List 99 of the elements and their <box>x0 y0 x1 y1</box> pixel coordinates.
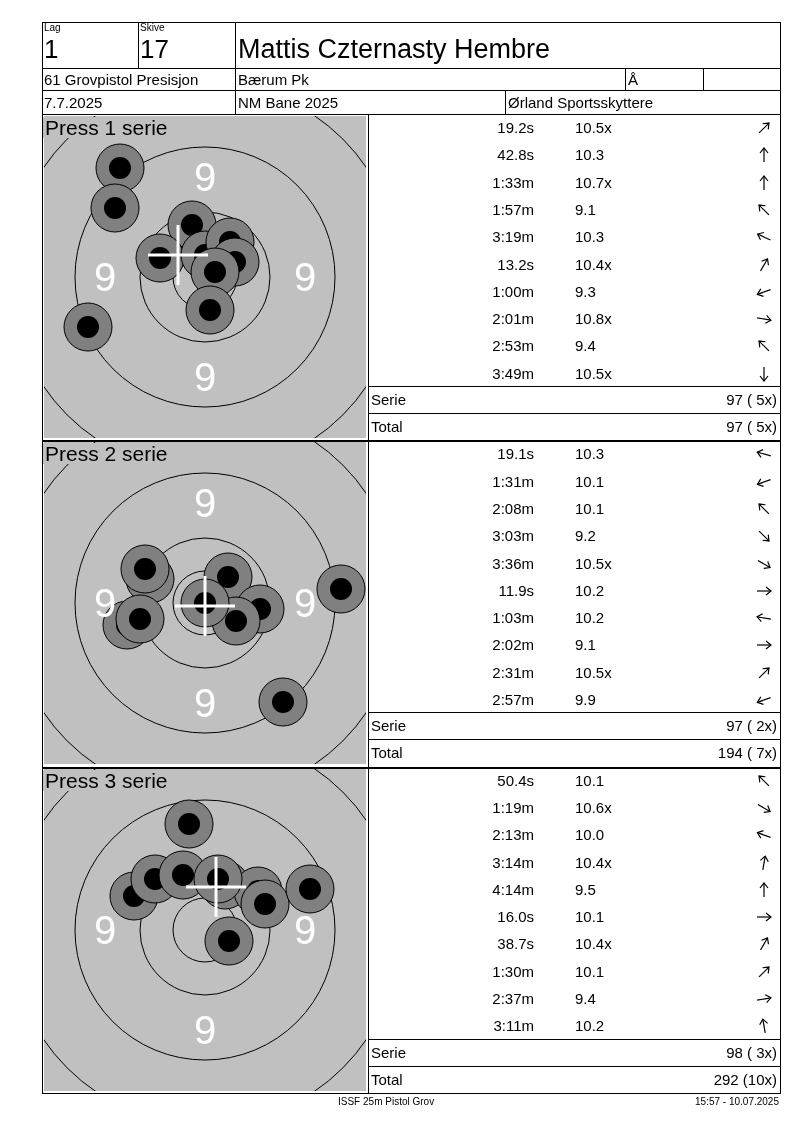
ring-number: 9 <box>292 257 318 297</box>
date-text: 7.7.2025 <box>44 95 103 110</box>
shot-time: 16.0s <box>497 909 534 925</box>
shot-time: 2:53m <box>492 338 534 354</box>
total-score: 292 (10x) <box>713 1071 777 1087</box>
shot-time: 3:49m <box>492 365 534 381</box>
shot-time: 42.8s <box>497 147 534 163</box>
total-score: 194 ( 7x) <box>717 745 777 761</box>
shot-time: 13.2s <box>497 256 534 272</box>
shot-score: 10.4x <box>575 854 612 870</box>
shot-score: 9.9 <box>575 692 596 707</box>
target-number: 17 <box>140 36 169 62</box>
ring-number: 9 <box>192 1009 218 1050</box>
shot-score: 10.2 <box>575 610 605 626</box>
field-caption: Lag <box>44 23 61 33</box>
shot-score: 10.1 <box>575 500 605 516</box>
shot-time: 3:36m <box>492 555 534 571</box>
row-label: Serie <box>371 392 407 407</box>
series-score: 98 ( 3x) <box>726 1044 777 1060</box>
shot-score: 10.3 <box>575 446 605 462</box>
shot-score: 10.4x <box>575 256 612 272</box>
shot-score: 10.5x <box>575 120 612 135</box>
row-label: Total <box>371 745 403 761</box>
shot-time: 19.2s <box>497 120 534 135</box>
shot-score: 9.3 <box>575 283 596 299</box>
shot-time: 1:57m <box>492 201 534 217</box>
shot-score: 9.5 <box>575 881 596 897</box>
shot-time: 2:13m <box>492 827 534 843</box>
footer-text: ISSF 25m Pistol Grov <box>338 1097 435 1107</box>
total-score: 97 ( 5x) <box>726 419 777 434</box>
ring-number: 9 <box>192 157 218 197</box>
ring-number: 9 <box>192 683 218 724</box>
shot-time: 2:57m <box>492 692 534 707</box>
shot-time: 1:03m <box>492 610 534 626</box>
field-caption: Skive <box>140 23 165 33</box>
shot-time: 2:31m <box>492 664 534 680</box>
series-score: 97 ( 5x) <box>726 392 777 407</box>
row-label: Total <box>371 1071 403 1087</box>
shot-score: 10.4x <box>575 936 612 952</box>
ring-number: 9 <box>292 909 318 950</box>
shot-score: 10.3 <box>575 147 605 163</box>
shot-score: 10.1 <box>575 473 605 489</box>
shot-time: 3:11m <box>493 1018 534 1034</box>
shot-score: 9.1 <box>575 201 596 217</box>
timestamp: 15:57 - 10.07.2025 <box>695 1097 779 1107</box>
ring-number: 9 <box>192 483 218 524</box>
event-name: NM Bane 2025 <box>238 95 339 110</box>
class-name: 61 Grovpistol Presisjon <box>44 72 199 87</box>
organizer-name: Ørland Sportsskyttere <box>508 95 654 110</box>
shot-score: 10.1 <box>575 909 605 925</box>
club-name: Bærum Pk <box>238 72 309 87</box>
shot-score: 10.6x <box>575 799 612 815</box>
shot-time: 1:33m <box>492 174 534 190</box>
class-mark: Å <box>628 72 638 87</box>
lane-number: 1 <box>44 36 59 62</box>
shot-time: 2:08m <box>492 500 534 516</box>
shot-score: 10.5x <box>575 365 612 381</box>
shot-score: 10.0 <box>575 827 605 843</box>
shot-score: 10.3 <box>575 229 605 245</box>
shot-score: 10.7x <box>575 174 612 190</box>
shot-time: 3:14m <box>492 854 534 870</box>
series-title: Press 3 serie <box>43 769 170 791</box>
row-label: Serie <box>371 1044 407 1060</box>
series-score: 97 ( 2x) <box>726 718 777 734</box>
ring-number: 9 <box>92 583 118 624</box>
shot-time: 2:02m <box>492 637 534 653</box>
shot-time: 50.4s <box>497 772 534 788</box>
shot-score: 9.4 <box>575 991 596 1006</box>
shot-score: 10.5x <box>575 664 612 680</box>
ring-number: 9 <box>92 909 118 950</box>
row-label: Serie <box>371 718 407 734</box>
shot-score: 9.1 <box>575 637 596 653</box>
shot-time: 2:37m <box>492 991 534 1006</box>
shot-time: 1:30m <box>492 963 534 979</box>
series-title: Press 1 serie <box>43 117 170 138</box>
shot-time: 2:01m <box>492 311 534 327</box>
shot-time: 38.7s <box>497 936 534 952</box>
shot-score: 10.2 <box>575 582 605 598</box>
shot-time: 19.1s <box>497 446 534 462</box>
ring-number: 9 <box>192 357 218 397</box>
shot-score: 9.4 <box>575 338 596 354</box>
shot-time: 1:31m <box>492 473 534 489</box>
shot-score: 10.5x <box>575 555 612 571</box>
shot-time: 3:03m <box>492 528 534 544</box>
shot-score: 10.1 <box>575 963 605 979</box>
shot-time: 1:00m <box>492 283 534 299</box>
row-label: Total <box>371 419 403 434</box>
ring-number: 9 <box>292 583 318 624</box>
series-title: Press 2 serie <box>43 443 170 465</box>
shot-score: 10.1 <box>575 772 605 788</box>
shot-score: 10.2 <box>575 1018 605 1034</box>
shot-time: 4:14m <box>492 881 534 897</box>
shooter-name: Mattis Czternasty Hembre <box>238 36 551 63</box>
shot-time: 1:19m <box>492 799 534 815</box>
shot-score: 9.2 <box>575 528 596 544</box>
shot-score: 10.8x <box>575 311 612 327</box>
ring-number: 9 <box>92 257 118 297</box>
shot-time: 3:19m <box>492 229 534 245</box>
shot-time: 11.9s <box>498 582 534 598</box>
